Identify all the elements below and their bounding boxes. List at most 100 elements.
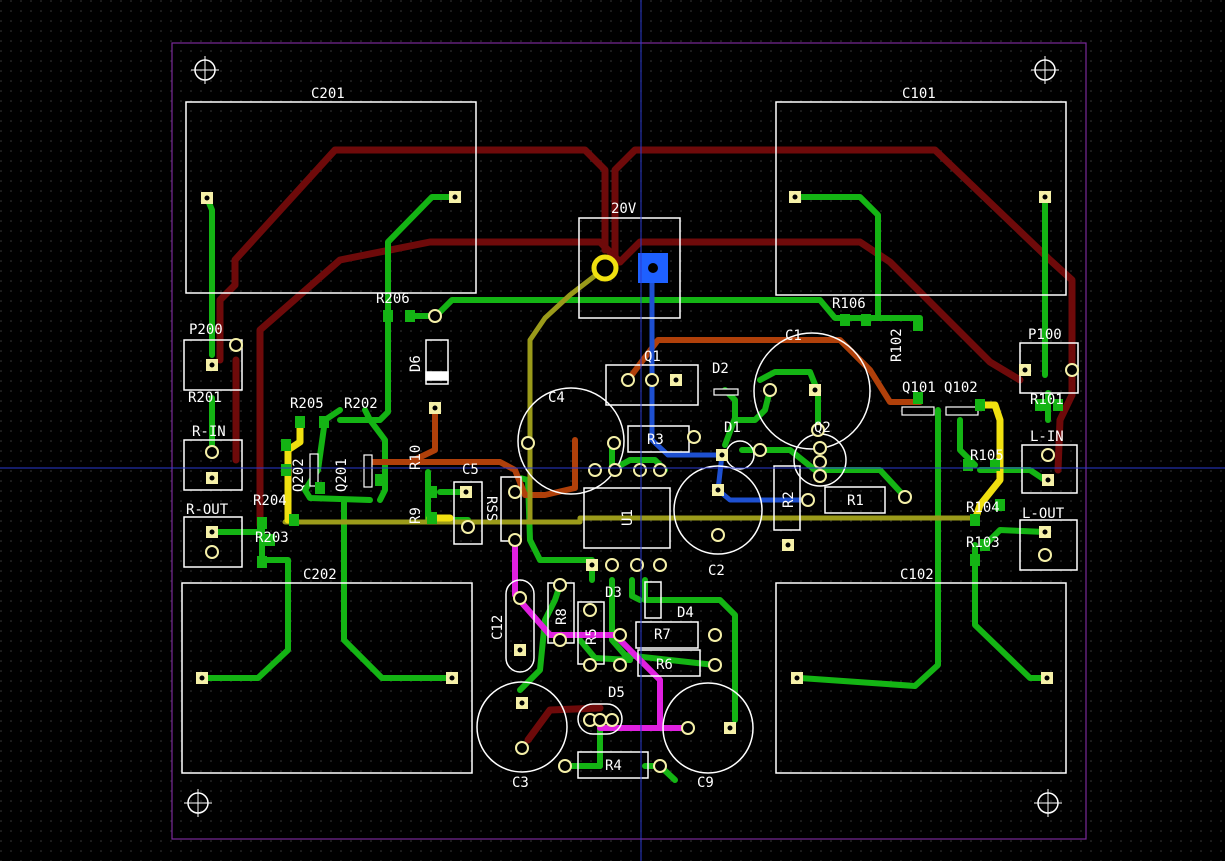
label-d3: D3 (605, 585, 622, 601)
label-l-out: L-OUT (1022, 506, 1065, 522)
pad (813, 455, 827, 469)
pad (593, 713, 607, 727)
label-r8: R8 (554, 608, 570, 625)
pad-hole (1044, 675, 1050, 681)
pad (229, 338, 243, 352)
pad-hole (519, 700, 525, 706)
label-q202-left: Q202 (291, 458, 307, 492)
pad-hole (204, 195, 210, 201)
pad (1041, 448, 1055, 462)
pad (513, 591, 527, 605)
smd-pad (427, 512, 437, 524)
pad-hole (452, 194, 458, 200)
pad-hole (785, 542, 791, 548)
pad (605, 713, 619, 727)
label-d1: D1 (724, 420, 741, 436)
pad-hole (1045, 477, 1051, 483)
label-d5: D5 (608, 685, 625, 701)
pad-hole (589, 562, 595, 568)
label-r206: R206 (376, 291, 410, 307)
pad (583, 658, 597, 672)
pad-hole (209, 362, 215, 368)
pad (1038, 548, 1052, 562)
label-rss: RSS (483, 496, 499, 521)
pad-hole (432, 405, 438, 411)
smd-pad (995, 499, 1005, 511)
pad (645, 373, 659, 387)
label-c201: C201 (311, 86, 345, 102)
label-q201: Q201 (334, 458, 350, 492)
smd-pad (289, 514, 299, 526)
pad-hole (463, 489, 469, 495)
smd-pad (281, 439, 291, 451)
pad (205, 445, 219, 459)
label-r10: R10 (408, 445, 424, 470)
pad-hole (1022, 367, 1028, 373)
pad (687, 430, 701, 444)
label-q101: Q101 (902, 380, 936, 396)
label-r101: R101 (1030, 392, 1064, 408)
label-c4: C4 (548, 390, 565, 406)
smd-pad (315, 482, 325, 494)
smd-pad (970, 554, 980, 566)
pad (811, 423, 825, 437)
pad-hole (648, 263, 658, 273)
smd-pad (295, 416, 305, 428)
pad-hole (794, 675, 800, 681)
pad (428, 309, 442, 323)
pad (607, 436, 621, 450)
silkscreen-outlines (181, 59, 1079, 814)
smd-pad (257, 517, 267, 529)
pad (605, 558, 619, 572)
pad-hole (715, 487, 721, 493)
label-l-in: L-IN (1030, 429, 1064, 445)
label-r4: R4 (605, 758, 622, 774)
pad-hole (719, 452, 725, 458)
label-r106: R106 (832, 296, 866, 312)
pad (1065, 363, 1079, 377)
smd-pad (913, 392, 923, 404)
pad (558, 759, 572, 773)
pad (588, 463, 602, 477)
label-20v: 20V (611, 201, 637, 217)
smd-pad (375, 474, 385, 486)
label-q1: Q1 (644, 349, 661, 365)
pad (653, 558, 667, 572)
pad (708, 628, 722, 642)
label-c5: C5 (462, 462, 479, 478)
label-r2: R2 (781, 491, 797, 508)
label-c102: C102 (900, 567, 934, 583)
smd-pad (1035, 399, 1045, 411)
label-c202: C202 (303, 567, 337, 583)
label-r205: R205 (290, 396, 324, 412)
label-r9: R9 (408, 507, 424, 524)
smd-pad (319, 416, 329, 428)
label-c2: C2 (708, 563, 725, 579)
label-r202: R202 (344, 396, 378, 412)
smd-pad (265, 534, 275, 546)
pad-hole (792, 194, 798, 200)
pad (753, 443, 767, 457)
label-r204: R204 (253, 493, 287, 509)
pad (515, 741, 529, 755)
label-d2: D2 (712, 361, 729, 377)
pad (508, 485, 522, 499)
label-d4: D4 (677, 605, 694, 621)
pad (608, 463, 622, 477)
pad-hole (1042, 194, 1048, 200)
smd-outlines (309, 388, 979, 488)
pad-hole (209, 529, 215, 535)
smd-pad (427, 486, 437, 498)
pad (553, 633, 567, 647)
pad (630, 558, 644, 572)
label-r-out: R-OUT (186, 502, 229, 518)
label-d6: D6 (408, 355, 424, 372)
pad (553, 578, 567, 592)
pad-hole (209, 475, 215, 481)
label-c1: C1 (785, 328, 802, 344)
pad (711, 528, 725, 542)
label-u1: U1 (620, 509, 636, 526)
label-c101: C101 (902, 86, 936, 102)
